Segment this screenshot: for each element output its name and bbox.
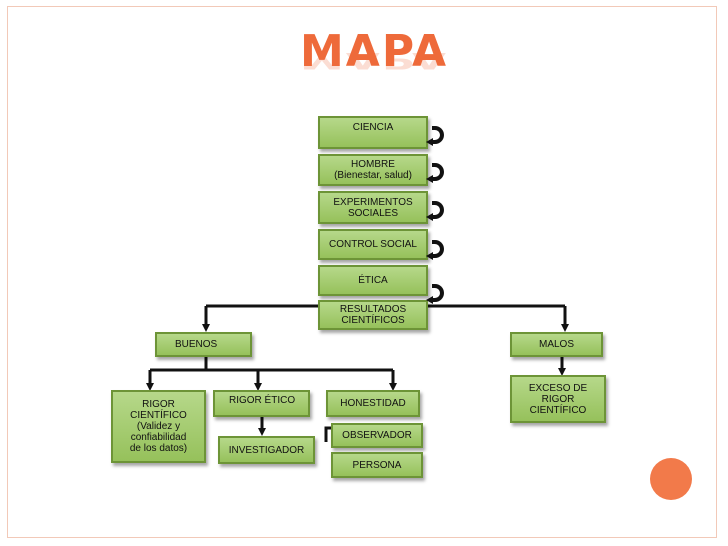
slide-frame [7, 6, 717, 538]
node-hombre: HOMBRE (Bienestar, salud) [318, 154, 428, 186]
curved-arrow-icon [426, 240, 444, 260]
node-persona: PERSONA [331, 452, 423, 478]
node-rigor-cientifico: RIGOR CIENTÍFICO (Validez y confiabilida… [111, 390, 206, 463]
node-investigador: INVESTIGADOR [218, 436, 315, 464]
node-malos: MALOS [510, 332, 603, 357]
slide-title: MAPA MAPA [300, 26, 449, 88]
curved-arrow-icon [426, 163, 444, 183]
node-honestidad: HONESTIDAD [326, 390, 420, 417]
curved-arrow-icon [426, 284, 444, 304]
node-buenos: BUENOS [155, 332, 252, 357]
curved-arrow-icon [426, 126, 444, 146]
node-control-social: CONTROL SOCIAL [318, 229, 428, 260]
decorative-circle [650, 458, 692, 500]
node-experimentos-sociales: EXPERIMENTOS SOCIALES [318, 191, 428, 224]
connector-observador-bracket [324, 426, 333, 442]
curved-arrow-icon [426, 201, 444, 221]
node-etica: ÉTICA [318, 265, 428, 296]
node-ciencia: CIENCIA [318, 116, 428, 149]
title-text: MAPA [300, 26, 449, 77]
node-exceso-rigor: EXCESO DE RIGOR CIENTÍFICO [510, 375, 606, 423]
node-rigor-etico: RIGOR ÉTICO [213, 390, 310, 417]
node-observador: OBSERVADOR [331, 423, 423, 448]
node-resultados-cientificos: RESULTADOS CIENTÍFICOS [318, 300, 428, 330]
